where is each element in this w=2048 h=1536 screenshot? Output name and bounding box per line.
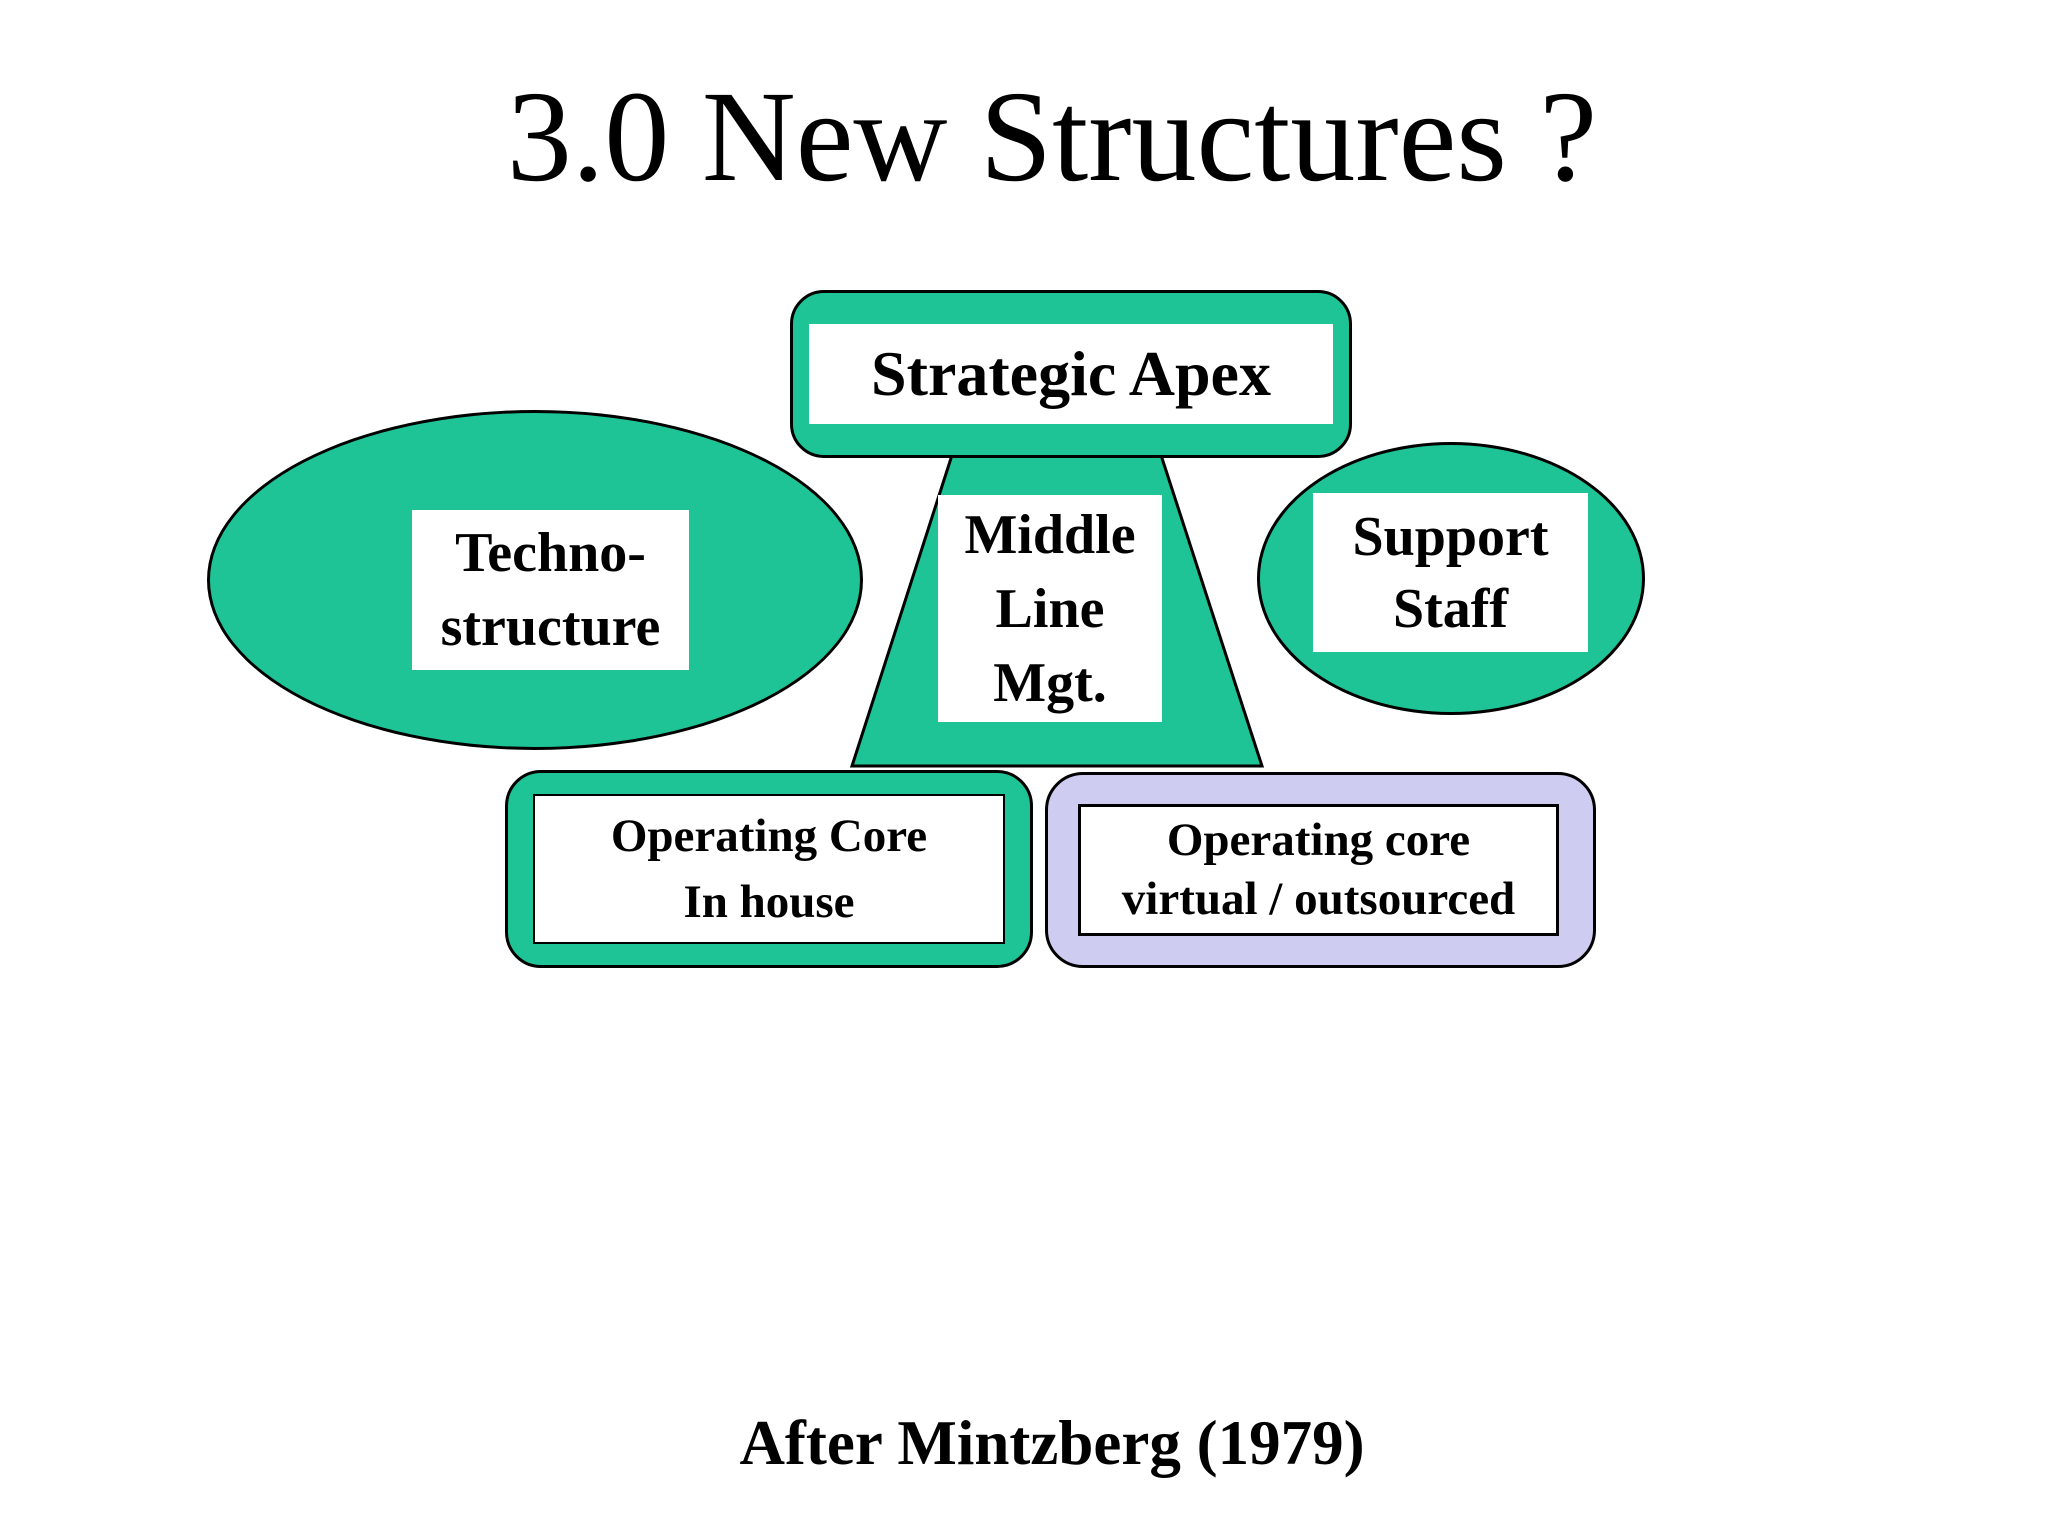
label-line: Techno-	[455, 522, 646, 584]
attribution-caption: After Mintzberg (1979)	[739, 1408, 1365, 1478]
operating-core-virtual-label: Operating core virtual / outsourced	[1078, 804, 1559, 936]
label-line: Staff	[1392, 577, 1509, 640]
label-line: Line	[995, 577, 1105, 640]
label-line: In house	[683, 875, 855, 928]
label-line: Operating core	[1166, 814, 1471, 866]
technostructure-label: Techno- structure	[412, 510, 689, 670]
operating-core-box: Operating Core In house	[505, 770, 1033, 968]
label-line: Middle	[964, 503, 1136, 566]
middle-line-label: Middle Line Mgt.	[938, 495, 1162, 722]
label-line: Support	[1352, 505, 1549, 568]
strategic-apex-label: Strategic Apex	[809, 324, 1333, 424]
support-staff-label: Support Staff	[1313, 493, 1588, 652]
page-title: 3.0 New Structures ?	[506, 65, 1598, 209]
operating-core-label: Operating Core In house	[533, 794, 1005, 944]
operating-core-virtual-box: Operating core virtual / outsourced	[1045, 772, 1596, 968]
label-line: Mgt.	[993, 651, 1107, 714]
strategic-apex-box: Strategic Apex	[790, 290, 1352, 458]
label-line: structure	[440, 596, 661, 658]
label-line: Operating Core	[610, 810, 928, 863]
label-line: virtual / outsourced	[1121, 873, 1516, 925]
